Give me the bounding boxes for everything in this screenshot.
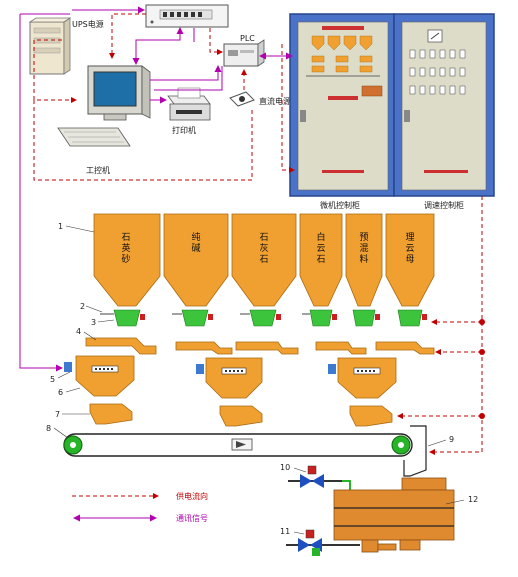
callout-8: 8 — [46, 424, 51, 433]
water-valve-10 — [288, 465, 351, 492]
hopper-5-char-1: 预 — [359, 232, 368, 243]
dc-power-label: 直流电源 — [259, 96, 291, 106]
hopper-6-char-1: 理 — [405, 232, 414, 243]
discharge-chutes — [89, 403, 393, 427]
dc-power-icon — [229, 91, 255, 107]
mixer — [333, 477, 455, 553]
hopper-4-char-1: 白 — [316, 231, 325, 243]
hopper-5-char-2: 混 — [359, 243, 368, 254]
callouts — [53, 225, 465, 535]
hopper-1-char-1: 石 — [121, 233, 130, 243]
hopper-4-char-2: 云 — [316, 244, 325, 254]
callout-1: 1 — [58, 222, 63, 231]
hopper-silos — [93, 213, 435, 307]
weighing-hoppers — [64, 355, 397, 399]
hopper-5 — [345, 213, 383, 307]
callout-11: 11 — [280, 527, 290, 536]
callout-10: 10 — [280, 463, 290, 472]
hopper-4-char-3: 石 — [316, 255, 325, 265]
hopper-3-char-2: 灰 — [259, 242, 268, 254]
speed-cabinet-label: 调速控制柜 — [424, 200, 464, 210]
transfer-chutes — [85, 337, 435, 355]
computer-icon — [57, 65, 151, 147]
hopper-3-char-1: 石 — [259, 233, 268, 243]
hopper-5-char-3: 料 — [359, 253, 368, 265]
printer-label: 打印机 — [172, 125, 196, 135]
hopper-6 — [385, 213, 435, 307]
feeder-valves — [100, 309, 427, 327]
callout-2: 2 — [80, 302, 85, 311]
display-panel — [145, 4, 229, 28]
hopper-1-char-3: 砂 — [121, 253, 130, 265]
hopper-2 — [163, 213, 229, 307]
legend-signal-label: 通讯信号 — [176, 513, 208, 523]
ipc-label: 工控机 — [86, 165, 110, 175]
hopper-1-char-2: 英 — [121, 242, 130, 254]
callout-5: 5 — [50, 375, 55, 384]
hopper-6-char-2: 云 — [405, 244, 414, 254]
hopper-labels: 石 英 砂 纯 碱 石 灰 石 白 云 石 预 混 料 理 云 母 — [121, 231, 414, 265]
callout-9: 9 — [449, 435, 454, 444]
plc-icon — [223, 39, 265, 67]
callout-3: 3 — [91, 318, 96, 327]
hopper-2-char-1: 纯 — [191, 231, 200, 243]
printer-icon — [167, 87, 211, 121]
callout-7: 7 — [55, 410, 60, 419]
speed-control-cabinet — [393, 13, 495, 197]
water-valve-11 — [286, 529, 360, 556]
hopper-4 — [299, 213, 343, 307]
belt-conveyor — [63, 425, 427, 477]
legend-power-label: 供电流向 — [176, 491, 208, 501]
legend: 供电流向 通讯信号 — [72, 491, 208, 523]
plc-label: PLC — [240, 34, 255, 43]
callout-6: 6 — [58, 388, 63, 397]
hopper-6-char-3: 母 — [405, 254, 414, 265]
micro-control-cabinet — [289, 13, 395, 197]
hopper-3 — [231, 213, 297, 307]
mimic-panel — [306, 35, 383, 100]
hopper-3-char-3: 石 — [259, 255, 268, 265]
ups-label: UPS电源 — [72, 19, 104, 29]
hopper-2-char-2: 碱 — [191, 243, 200, 254]
callout-12: 12 — [468, 495, 478, 504]
callout-4: 4 — [76, 327, 81, 336]
micro-cabinet-label: 微机控制柜 — [320, 200, 360, 210]
hopper-1 — [93, 213, 161, 307]
ups-icon — [28, 17, 72, 75]
